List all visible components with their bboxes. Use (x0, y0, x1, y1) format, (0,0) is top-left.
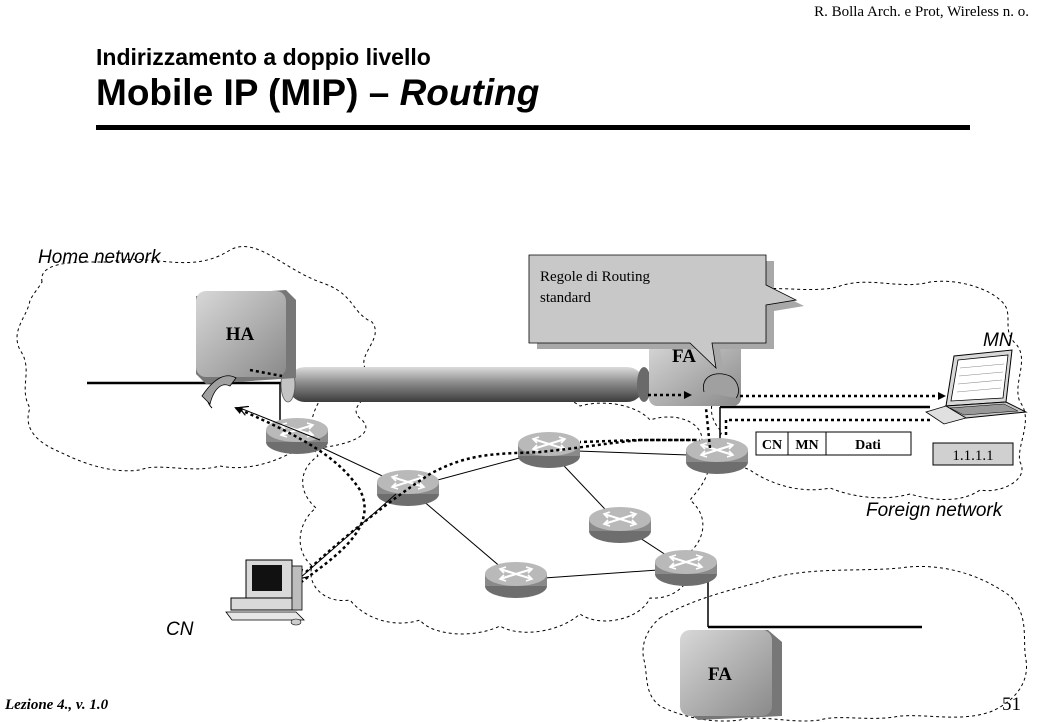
page-title: Mobile IP (MIP) – Routing (96, 72, 539, 114)
fa-network-cloud (642, 565, 1027, 722)
router-home (264, 416, 330, 456)
router-core-3 (587, 505, 653, 545)
router-fa (653, 548, 719, 588)
path-router-to-core-2 (579, 438, 695, 444)
page-number: 51 (1002, 694, 1021, 715)
path-router-to-core (704, 407, 712, 449)
correspondent-node-pc (225, 559, 305, 626)
router-core-4 (483, 560, 549, 600)
title-emphasis: Routing (399, 72, 540, 113)
footer-lecture: Lezione 4., v. 1.0 (5, 697, 109, 713)
packet-field-cn: CN (762, 438, 782, 453)
foreign-agent-label: FA (672, 346, 696, 367)
packet: CN MN Dati (755, 431, 912, 456)
fa-agent: FA (680, 630, 782, 720)
header-credit: R. Bolla Arch. e Prot, Wireless n. o. (814, 4, 1029, 20)
fa-label: FA (708, 664, 732, 685)
fa-redirect-arrow (702, 373, 739, 399)
packet-field-data: Dati (855, 438, 881, 453)
home-network-cloud (16, 246, 376, 472)
title-underline (96, 125, 970, 130)
path-ha-to-cn (305, 438, 700, 573)
routing-rules-callout: Regole di Routing standard (528, 254, 804, 374)
home-agent: HA (196, 290, 296, 384)
router-foreign (684, 436, 750, 476)
return-flow-1 (240, 408, 321, 441)
packet-field-mn: MN (795, 438, 818, 453)
cn-label: CN (166, 619, 194, 640)
foreign-network-label: Foreign network (866, 500, 1004, 521)
mn-label: MN (983, 330, 1013, 351)
tunnel (280, 366, 651, 403)
mobile-node-laptop (925, 349, 1028, 425)
mn-address-text: 1.1.1.1 (952, 448, 993, 464)
router-links (296, 435, 718, 581)
title-line-1: Indirizzamento a doppio livello (96, 44, 431, 70)
home-network-label: Home network (38, 247, 162, 268)
callout-line-1: Regole di Routing (540, 269, 650, 285)
path-mn-to-router (724, 418, 930, 438)
router-core-2 (516, 430, 582, 470)
callout-line-2: standard (540, 290, 591, 306)
mn-address-box: 1.1.1.1 (932, 442, 1014, 466)
foreign-network-cloud (710, 280, 1026, 500)
title-main: Mobile IP (MIP) – (96, 72, 400, 113)
path-cn-to-ha (234, 406, 366, 587)
ha-label: HA (226, 324, 255, 345)
